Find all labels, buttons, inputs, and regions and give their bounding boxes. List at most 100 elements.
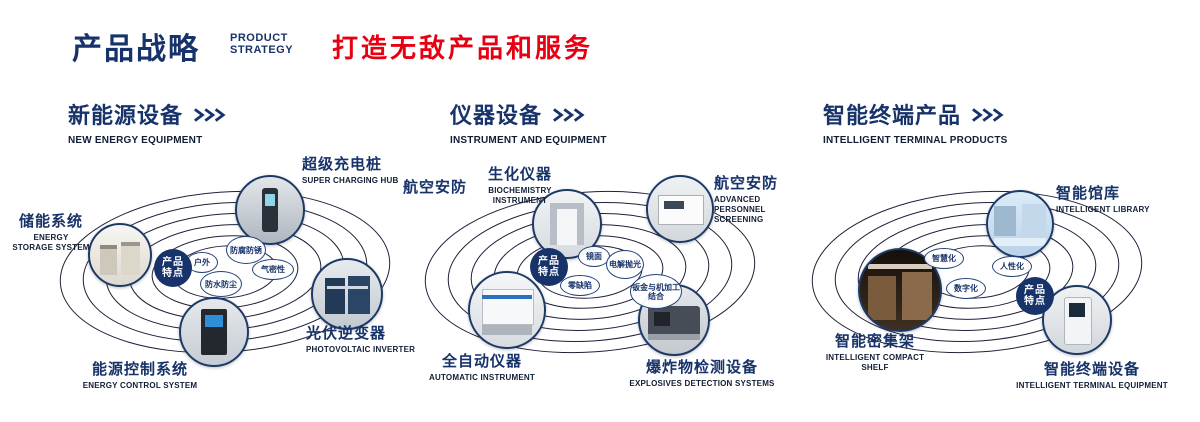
badge-line1: 产品 (538, 256, 560, 267)
product-label-biochemistry: 生化仪器 BIOCHEMISTRY INSTRUMENT (460, 163, 580, 206)
product-name: 生化仪器 (487, 166, 552, 183)
photo-shape (100, 245, 117, 275)
photo-shape (902, 272, 932, 320)
product-name-en: BIOCHEMISTRY INSTRUMENT (488, 186, 552, 205)
super-charging-hub-photo (235, 175, 305, 245)
product-features-badge: 产品 特点 (154, 249, 192, 287)
photo-shape (557, 209, 577, 245)
badge-line2: 特点 (1024, 296, 1046, 307)
photo-shape (348, 276, 370, 314)
photo-shape (664, 201, 684, 209)
feature-bubble: 智慧化 (924, 248, 964, 269)
energy-control-photo (179, 297, 249, 367)
side-label-aviation-security: 航空安防 (403, 179, 468, 196)
photo-shape (327, 286, 368, 289)
section-title: 仪器设备 (450, 103, 543, 128)
product-label-energy-storage: 储能系统 ENERGY STORAGE SYSTEM (12, 210, 90, 253)
feature-bubble: 钣金与机加工结合 (630, 274, 682, 309)
badge-line2: 特点 (162, 268, 184, 279)
feature-bubble: 气密性 (252, 259, 294, 280)
photo-shape (994, 238, 1046, 246)
feature-bubble: 数字化 (946, 278, 986, 299)
product-features-badge: 产品 特点 (1016, 277, 1054, 315)
badge-line2: 特点 (538, 267, 560, 278)
section-subtitle: NEW ENERGY EQUIPMENT (68, 135, 203, 146)
product-label-library: 智能馆库 INTELLIGENT LIBRARY (1056, 182, 1166, 215)
photo-shape (205, 315, 223, 327)
product-name: 能源控制系统 (91, 361, 188, 378)
triple-chevron-icon (553, 108, 585, 122)
product-label-energy-control: 能源控制系统 ENERGY CONTROL SYSTEM (70, 358, 210, 391)
page-title-en-line1: PRODUCT (230, 32, 288, 44)
product-name-en: ENERGY CONTROL SYSTEM (82, 381, 198, 390)
intelligent-terminal-photo (1042, 285, 1112, 355)
section-title: 新能源设备 (68, 103, 184, 128)
product-label-terminal-equipment: 智能终端设备 INTELLIGENT TERMINAL EQUIPMENT (1012, 358, 1172, 391)
compact-shelf-photo (858, 248, 942, 332)
photovoltaic-inverter-photo (311, 258, 383, 330)
feature-bubble: 零缺陷 (560, 275, 600, 296)
page-title-en-line2: STRATEGY (230, 44, 294, 56)
automatic-instrument-photo (468, 271, 546, 349)
photo-shape (868, 264, 932, 269)
product-label-inverter: 光伏逆变器 PHOTOVOLTAIC INVERTER (306, 322, 426, 355)
product-name: 智能馆库 (1056, 185, 1121, 202)
photo-shape (994, 206, 1016, 236)
slogan: 打造无敌产品和服务 (332, 33, 594, 63)
product-name-en: INTELLIGENT COMPACT SHELF (825, 353, 925, 372)
photo-shape (121, 242, 140, 275)
triple-chevron-icon (194, 108, 226, 122)
product-name-en: EXPLOSIVES DETECTION SYSTEMS (629, 379, 775, 388)
product-name-en: INTELLIGENT LIBRARY (1056, 205, 1150, 214)
feature-bubble: 户外 (186, 252, 218, 273)
photo-shape (868, 276, 896, 320)
section-title: 智能终端产品 (823, 103, 962, 128)
product-name-en: PHOTOVOLTAIC INVERTER (306, 345, 416, 354)
product-name: 光伏逆变器 (306, 325, 387, 342)
photo-shape (654, 312, 670, 326)
photo-shape (1069, 303, 1085, 317)
section-header-intelligent: 智能终端产品 INTELLIGENT TERMINAL PRODUCTS (823, 98, 1008, 146)
page-title: 产品战略 (72, 33, 200, 66)
product-label-automatic-instrument: 全自动仪器 AUTOMATIC INSTRUMENT (422, 350, 542, 383)
product-name-en: INTELLIGENT TERMINAL EQUIPMENT (1016, 381, 1168, 390)
page-title-en: PRODUCT STRATEGY (230, 32, 293, 56)
section-subtitle: INTELLIGENT TERMINAL PRODUCTS (823, 135, 1008, 146)
product-label-charging-hub: 超级充电桩 SUPER CHARGING HUB (302, 153, 422, 186)
feature-bubble: 镜面 (578, 246, 610, 267)
product-label-personnel-screening: 航空安防 ADVANCED PERSONNEL SCREENING (714, 172, 814, 225)
product-name-en: ENERGY STORAGE SYSTEM (12, 233, 90, 252)
product-name: 航空安防 (714, 175, 779, 192)
product-name-en: AUTOMATIC INSTRUMENT (429, 373, 535, 382)
product-features-badge: 产品 特点 (530, 248, 568, 286)
photo-shape (482, 325, 532, 335)
feature-bubble: 防水防尘 (200, 271, 242, 297)
product-name: 超级充电桩 (302, 156, 383, 173)
product-name-en: SUPER CHARGING HUB (302, 176, 399, 185)
photo-shape (658, 195, 704, 225)
section-subtitle: INSTRUMENT AND EQUIPMENT (450, 135, 607, 146)
badge-line1: 产品 (162, 257, 184, 268)
section-header-new-energy: 新能源设备 NEW ENERGY EQUIPMENT (68, 98, 227, 146)
product-name: 智能密集架 (834, 333, 915, 350)
feature-bubble: 人性化 (992, 256, 1032, 277)
product-name: 智能终端设备 (1043, 361, 1140, 378)
product-label-explosives-detection: 爆炸物检测设备 EXPLOSIVES DETECTION SYSTEMS (622, 356, 782, 389)
triple-chevron-icon (972, 108, 1004, 122)
feature-bubble: 电解抛光 (606, 250, 644, 279)
intelligent-library-photo (986, 190, 1054, 258)
photo-shape (648, 334, 700, 340)
energy-storage-photo (88, 223, 152, 287)
product-label-compact-shelf: 智能密集架 INTELLIGENT COMPACT SHELF (820, 330, 930, 373)
feature-bubble: 防腐防锈 (226, 236, 266, 264)
product-name: 爆炸物检测设备 (645, 359, 758, 376)
badge-line1: 产品 (1024, 285, 1046, 296)
photo-shape (325, 278, 345, 314)
photo-shape (1022, 204, 1046, 238)
product-name: 储能系统 (18, 213, 83, 230)
photo-shape (482, 295, 532, 299)
personnel-screening-photo (646, 175, 714, 243)
section-header-instrument: 仪器设备 INSTRUMENT AND EQUIPMENT (450, 98, 607, 146)
product-name: 全自动仪器 (441, 353, 522, 370)
